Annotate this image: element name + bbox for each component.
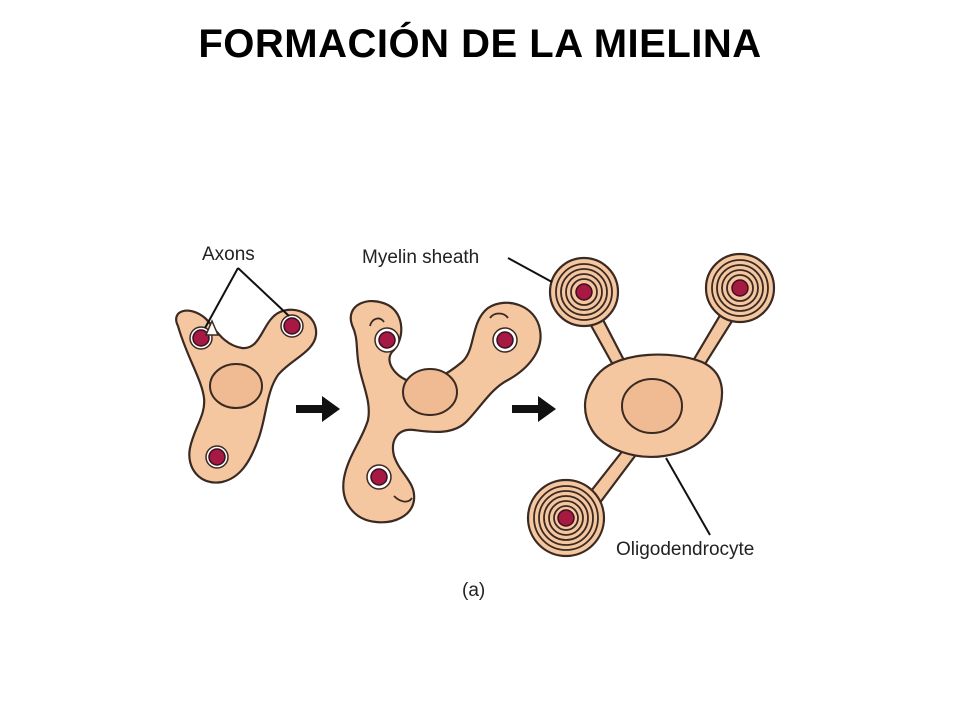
nucleus-stage-2 <box>402 368 458 416</box>
axon-stage-3-b <box>731 279 749 297</box>
myelin-sheath-leader-line <box>507 257 553 283</box>
axons-leader-line-a <box>204 267 239 329</box>
axon-stage-1-b <box>283 317 301 335</box>
page-title: FORMACIÓN DE LA MIELINA <box>198 22 762 66</box>
arrow-icon-2 <box>512 396 556 422</box>
axon-stage-3-a <box>575 283 593 301</box>
stage-2-oligodendrocyte <box>342 300 542 524</box>
axon-stage-2-a <box>378 331 396 349</box>
stage-3-oligodendrocyte <box>526 252 776 558</box>
oligodendrocyte-label: Oligodendrocyte <box>616 539 754 560</box>
nucleus-stage-1 <box>209 363 263 409</box>
panel-label: (a) <box>462 580 485 601</box>
oligodendrocyte-leader-line <box>665 457 711 536</box>
axon-stage-2-b <box>496 331 514 349</box>
axons-leader-line-b <box>237 267 290 317</box>
myelin-sheath-label: Myelin sheath <box>362 247 479 268</box>
myelin-wrap-bottom-left <box>526 478 606 558</box>
nucleus-stage-3 <box>621 378 683 434</box>
axon-stage-1-a <box>192 329 210 347</box>
axons-label: Axons <box>202 244 255 265</box>
stage-1-oligodendrocyte <box>175 308 318 484</box>
arrow-icon-1 <box>296 396 340 422</box>
axon-stage-3-c <box>557 509 575 527</box>
myelin-wrap-top-right <box>704 252 776 324</box>
axon-stage-2-c <box>370 468 388 486</box>
axon-stage-1-c <box>208 448 226 466</box>
myelin-wrap-top-left <box>548 256 620 328</box>
